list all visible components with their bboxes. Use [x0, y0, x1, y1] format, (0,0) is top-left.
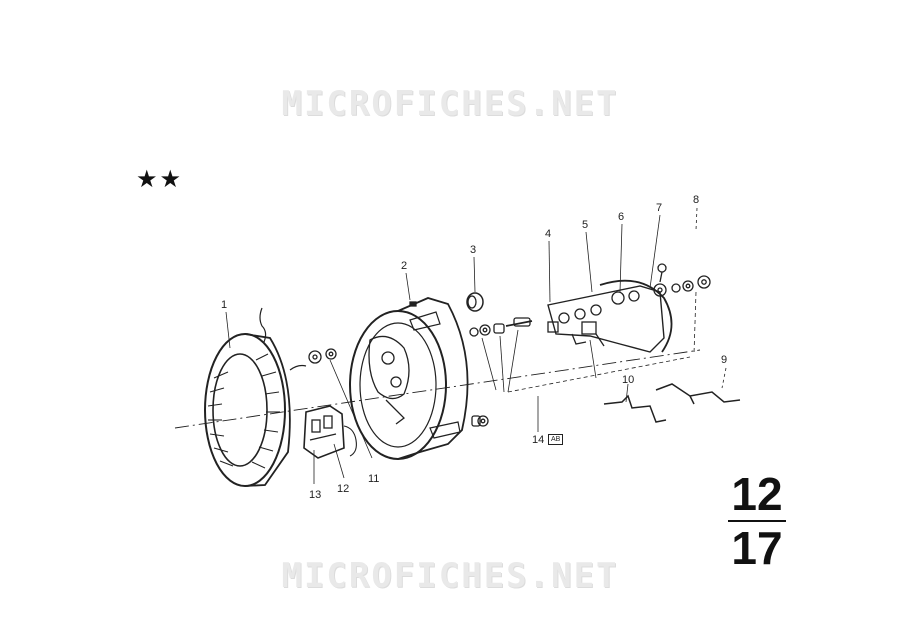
callout-1: 1	[221, 299, 228, 311]
page-number-divider	[728, 520, 786, 522]
part-bush	[466, 292, 484, 312]
part-end-housing	[349, 297, 469, 460]
callout-12: 12	[337, 483, 350, 495]
callout-13: 13	[309, 489, 322, 501]
part-rectifier	[547, 279, 673, 353]
page-number-bottom: 17	[731, 522, 783, 574]
callout-8: 8	[693, 194, 700, 206]
part-regulator	[303, 405, 357, 459]
page-number: 12 17	[724, 470, 790, 572]
center-axis	[174, 349, 701, 429]
callout-6: 6	[618, 211, 625, 223]
watermark-top: MICROFICHES.NET	[281, 84, 619, 124]
page-number-top: 12	[731, 468, 783, 520]
watermark-bottom: MICROFICHES.NET	[281, 556, 619, 596]
leader-lines	[225, 207, 727, 484]
callout-5: 5	[582, 219, 589, 231]
part-stator	[204, 307, 307, 487]
part-terminal-nuts	[653, 263, 711, 297]
callout-2: 2	[401, 260, 408, 272]
part-screw-set	[469, 317, 533, 427]
callout-10: 10	[622, 374, 635, 386]
callout-7: 7	[656, 202, 663, 214]
part-nut-washer	[308, 348, 337, 364]
callout-14-badge: AB	[548, 434, 564, 445]
part-wire-clips	[603, 383, 741, 423]
callout-4: 4	[545, 228, 552, 240]
callout-14: 14	[532, 434, 545, 446]
callout-9: 9	[721, 354, 728, 366]
double-star-icon: ★★	[136, 165, 184, 193]
callout-3: 3	[470, 244, 477, 256]
callout-11: 11	[368, 473, 380, 485]
